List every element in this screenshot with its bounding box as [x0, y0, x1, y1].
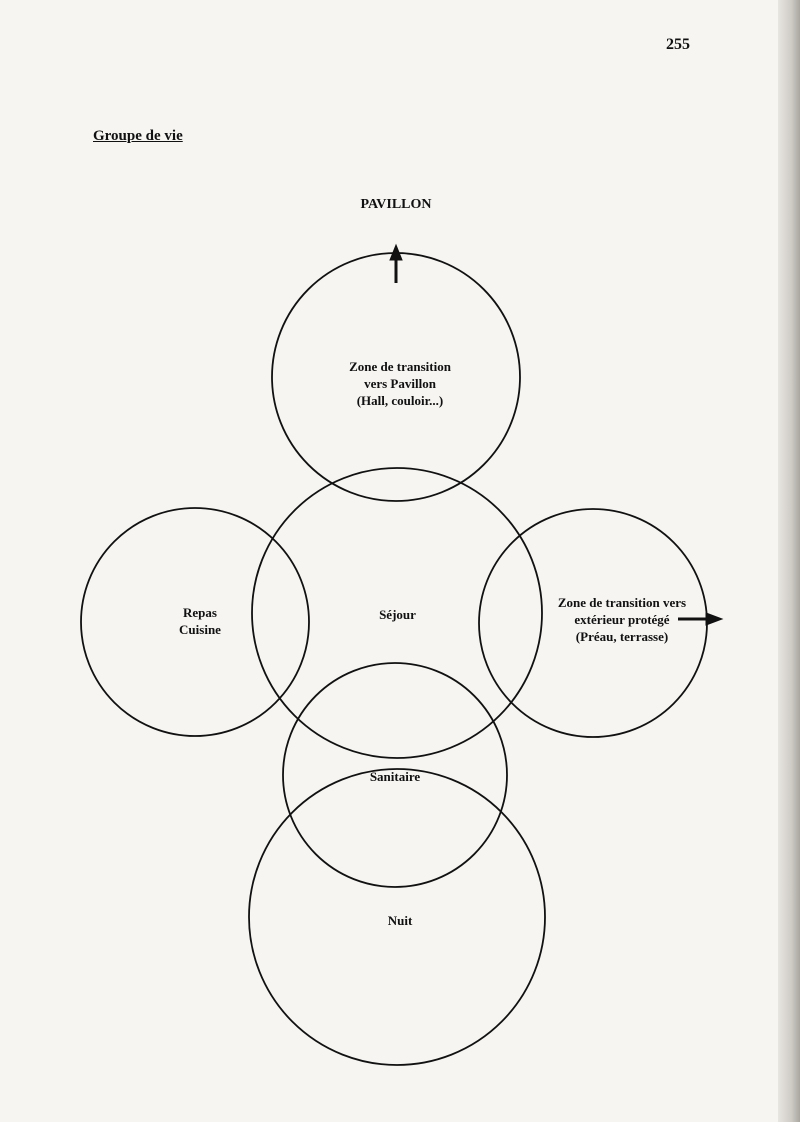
repas-line-1: Repas [183, 605, 217, 620]
transition-pavillon-line-3: (Hall, couloir...) [356, 393, 444, 408]
transition-exterieur-line-1: Zone de transition vers [557, 595, 687, 610]
transition-pavillon-line-1: Zone de transition [349, 359, 451, 374]
section-title: Groupe de vie [93, 128, 183, 144]
transition-exterieur-line-2: extérieur protégé [574, 612, 670, 627]
sejour-label: Séjour [379, 607, 416, 622]
circle-repas [80, 507, 310, 737]
circle-sejour [251, 467, 543, 759]
circle-sanitaire [282, 662, 508, 888]
pavillon-label: PAVILLON [360, 197, 432, 212]
transition-exterieur-line-3: (Préau, terrasse) [575, 629, 669, 644]
repas-label: Repas Cuisine [160, 604, 240, 638]
nuit-label: Nuit [387, 913, 413, 928]
sanitaire-label: Sanitaire [369, 769, 421, 784]
transition-pavillon-line-2: vers Pavillon [364, 376, 436, 391]
arrow-right-icon [678, 612, 724, 626]
transition-exterieur-label: Zone de transition vers extérieur protég… [537, 594, 707, 645]
transition-pavillon-label: Zone de transition vers Pavillon (Hall, … [320, 358, 480, 409]
page-edge [778, 0, 800, 1122]
arrow-up-icon [389, 243, 403, 283]
page-number: 255 [666, 36, 690, 53]
circle-nuit [248, 768, 546, 1066]
repas-line-2: Cuisine [179, 622, 221, 637]
